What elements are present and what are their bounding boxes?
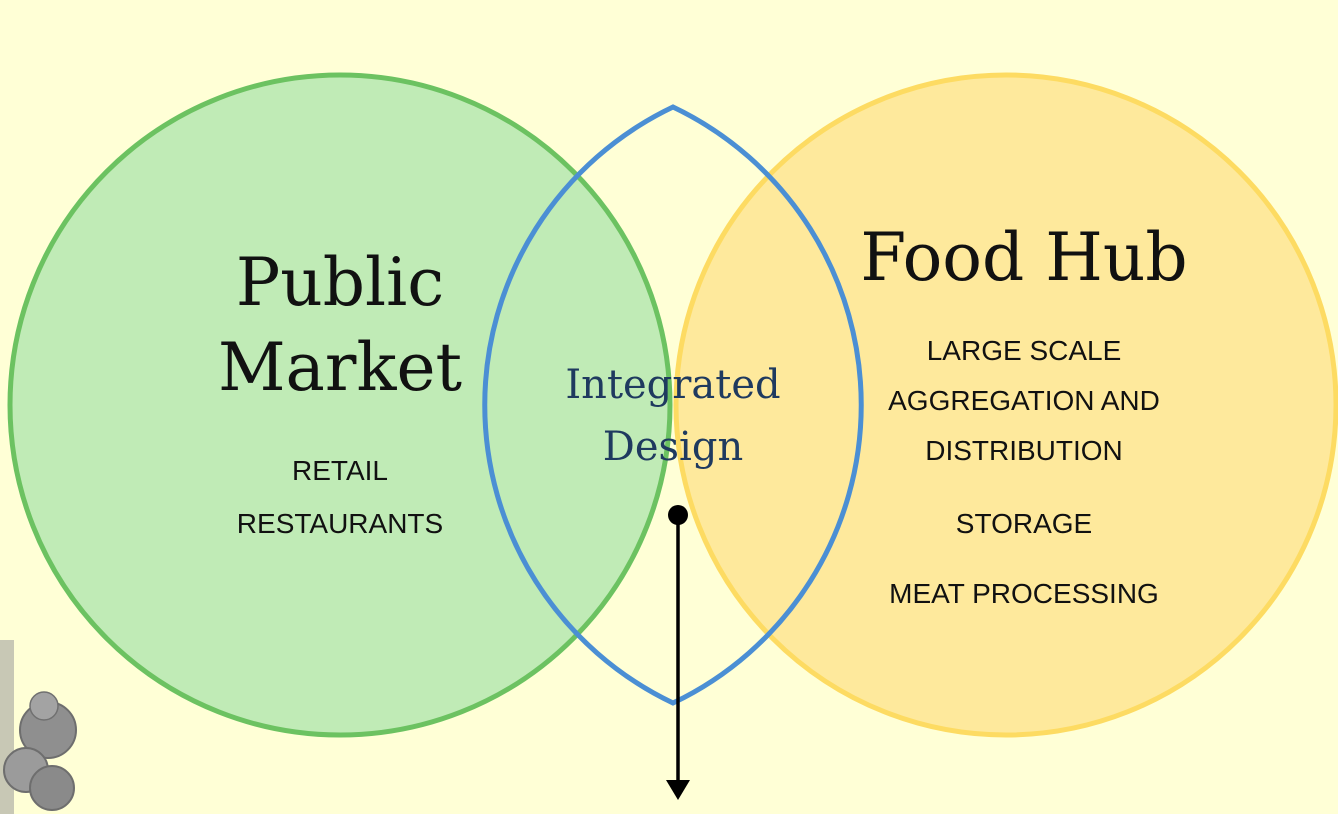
integrated-design-title-line-1: Integrated	[565, 362, 780, 408]
food-hub-title: Food Hub	[860, 219, 1187, 296]
food-hub-item-large-scale: LARGE SCALE	[927, 335, 1122, 366]
food-hub-item-aggregation: AGGREGATION AND	[888, 385, 1160, 416]
public-market-item-retail: RETAIL	[292, 455, 388, 486]
food-hub-item-distribution: DISTRIBUTION	[925, 435, 1123, 466]
public-market-circle	[7, 72, 673, 738]
arrow-down-with-dot-icon	[666, 505, 690, 800]
food-hub-circle	[673, 72, 1338, 738]
integrated-design-title-line-2: Design	[603, 424, 743, 470]
public-market-title-line-2: Market	[218, 329, 462, 406]
food-hub-item-meat-processing: MEAT PROCESSING	[889, 578, 1159, 609]
public-market-title-line-1: Public	[236, 244, 444, 321]
tree-icon	[0, 640, 77, 814]
public-market-item-restaurants: RESTAURANTS	[237, 508, 443, 539]
food-hub-item-storage: STORAGE	[956, 508, 1092, 539]
overlap-outline	[482, 104, 864, 706]
